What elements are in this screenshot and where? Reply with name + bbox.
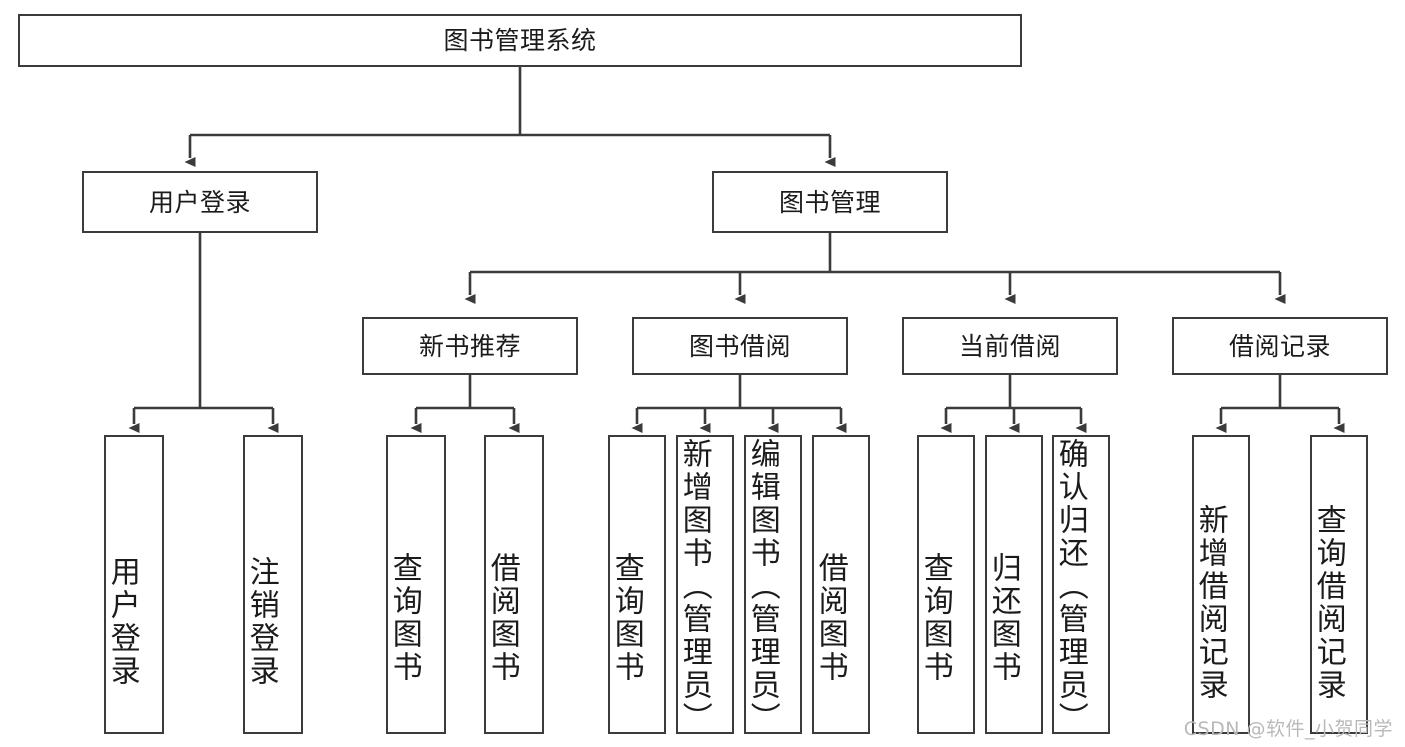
node-book-borrow[interactable]: 图书借阅 [632, 317, 848, 375]
node-leaf-add-borrow-record[interactable]: 新增借阅记录 [1192, 435, 1250, 734]
node-label: 查询图书 [608, 551, 644, 684]
node-root-system[interactable]: 图书管理系统 [18, 14, 1022, 67]
node-label: 注销登录 [243, 555, 279, 688]
node-leaf-borrow-book[interactable]: 借阅图书 [812, 435, 870, 734]
node-leaf-borrow-book-recommend[interactable]: 借阅图书 [484, 435, 544, 734]
node-label: 用户登录 [148, 187, 251, 217]
node-label: 查询图书 [917, 551, 953, 684]
node-label: 图书借阅 [688, 331, 791, 361]
node-leaf-user-login[interactable]: 用户登录 [104, 435, 164, 734]
node-label: 归还图书 [985, 551, 1021, 684]
node-leaf-query-book-current[interactable]: 查询图书 [917, 435, 975, 734]
node-current-borrow[interactable]: 当前借阅 [902, 317, 1118, 375]
node-leaf-query-book-recommend[interactable]: 查询图书 [386, 435, 446, 734]
node-label: 编辑图书（管理员） [744, 438, 780, 735]
node-leaf-query-book-borrow[interactable]: 查询图书 [608, 435, 666, 734]
node-label: 查询借阅记录 [1310, 503, 1346, 702]
node-label: 用户登录 [104, 555, 140, 688]
node-new-book-recommend[interactable]: 新书推荐 [362, 317, 578, 375]
node-leaf-add-book[interactable]: 新增图书（管理员） [676, 435, 734, 735]
node-label: 图书管理系统 [443, 26, 597, 55]
node-leaf-edit-book[interactable]: 编辑图书（管理员） [744, 435, 802, 735]
node-label: 确认归还（管理员） [1052, 438, 1088, 735]
node-label: 借阅图书 [484, 551, 520, 684]
csdn-watermark: CSDN @软件_小贺同学 [1183, 718, 1393, 740]
node-leaf-query-borrow-record[interactable]: 查询借阅记录 [1310, 435, 1368, 734]
node-label: 借阅图书 [812, 551, 848, 684]
node-label: 新书推荐 [418, 331, 521, 361]
node-leaf-confirm-return[interactable]: 确认归还（管理员） [1052, 435, 1110, 735]
node-label: 借阅记录 [1228, 331, 1331, 361]
node-book-manage[interactable]: 图书管理 [712, 171, 948, 233]
node-leaf-user-logout[interactable]: 注销登录 [243, 435, 303, 734]
node-user-login[interactable]: 用户登录 [82, 171, 318, 233]
node-leaf-return-book[interactable]: 归还图书 [985, 435, 1043, 734]
node-label: 新增图书（管理员） [676, 438, 712, 735]
node-borrow-record[interactable]: 借阅记录 [1172, 317, 1388, 375]
node-label: 当前借阅 [958, 331, 1061, 361]
node-label: 新增借阅记录 [1192, 503, 1228, 702]
node-label: 查询图书 [386, 551, 422, 684]
node-label: 图书管理 [778, 187, 881, 217]
